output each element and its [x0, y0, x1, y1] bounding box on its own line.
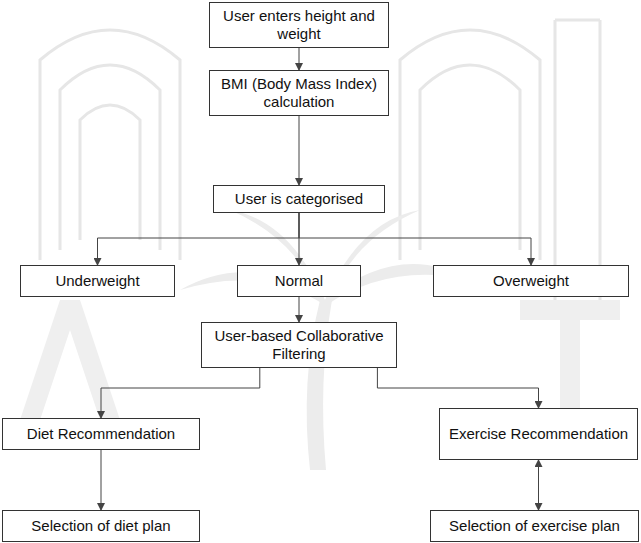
process-box: Exercise Recommendation — [439, 408, 638, 460]
box-text-group: Exercise Recommendation — [445, 425, 632, 443]
process-box: Selection of diet plan — [2, 510, 200, 542]
process-box: User enters height and weight — [209, 2, 389, 48]
box-text-group: Overweight — [489, 272, 573, 290]
flow-arrow — [101, 368, 260, 418]
box-label: User-based Collaborative Filtering — [202, 327, 396, 363]
watermark-building — [40, 20, 600, 300]
box-label: Diet Recommendation — [23, 425, 179, 443]
box-label: Overweight — [489, 272, 573, 290]
process-box: User is categorised — [213, 185, 385, 213]
process-box: Diet Recommendation — [2, 418, 200, 450]
flow-arrow — [538, 460, 539, 510]
process-box: Underweight — [20, 265, 175, 297]
box-label: Normal — [271, 272, 327, 290]
box-text-group: User-based Collaborative Filtering — [202, 327, 396, 363]
box-label: Selection of exercise plan — [445, 517, 624, 535]
box-text-group: Underweight — [51, 272, 143, 290]
process-box: Overweight — [433, 265, 629, 297]
flow-arrow — [98, 213, 300, 265]
box-text-group: Diet Recommendation — [23, 425, 179, 443]
process-box: Selection of exercise plan — [430, 510, 639, 542]
box-label: User enters height and weight — [210, 7, 388, 43]
box-text-group: User is categorised — [231, 190, 367, 208]
flow-arrow — [299, 213, 531, 265]
watermark-palm — [180, 210, 470, 470]
flow-arrow — [299, 48, 300, 70]
box-label: User is categorised — [231, 190, 367, 208]
box-label: Selection of diet plan — [27, 517, 174, 535]
process-box: User-based Collaborative Filtering — [201, 322, 397, 368]
process-box: BMI (Body Mass Index) calculation — [209, 70, 389, 116]
flow-arrow — [101, 450, 102, 510]
flow-arrow — [299, 116, 300, 185]
watermark-letters — [20, 300, 620, 420]
box-text-group: BMI (Body Mass Index) calculation — [210, 75, 388, 111]
box-label: Underweight — [51, 272, 143, 290]
process-box: Normal — [237, 265, 361, 297]
box-text-group: Selection of diet plan — [27, 517, 174, 535]
flow-arrow — [377, 368, 538, 408]
box-text-group: Normal — [271, 272, 327, 290]
box-label: Exercise Recommendation — [445, 425, 632, 443]
box-text-group: Selection of exercise plan — [445, 517, 624, 535]
box-label: BMI (Body Mass Index) calculation — [210, 75, 388, 111]
box-text-group: User enters height and weight — [210, 7, 388, 43]
flow-arrow — [299, 297, 300, 322]
